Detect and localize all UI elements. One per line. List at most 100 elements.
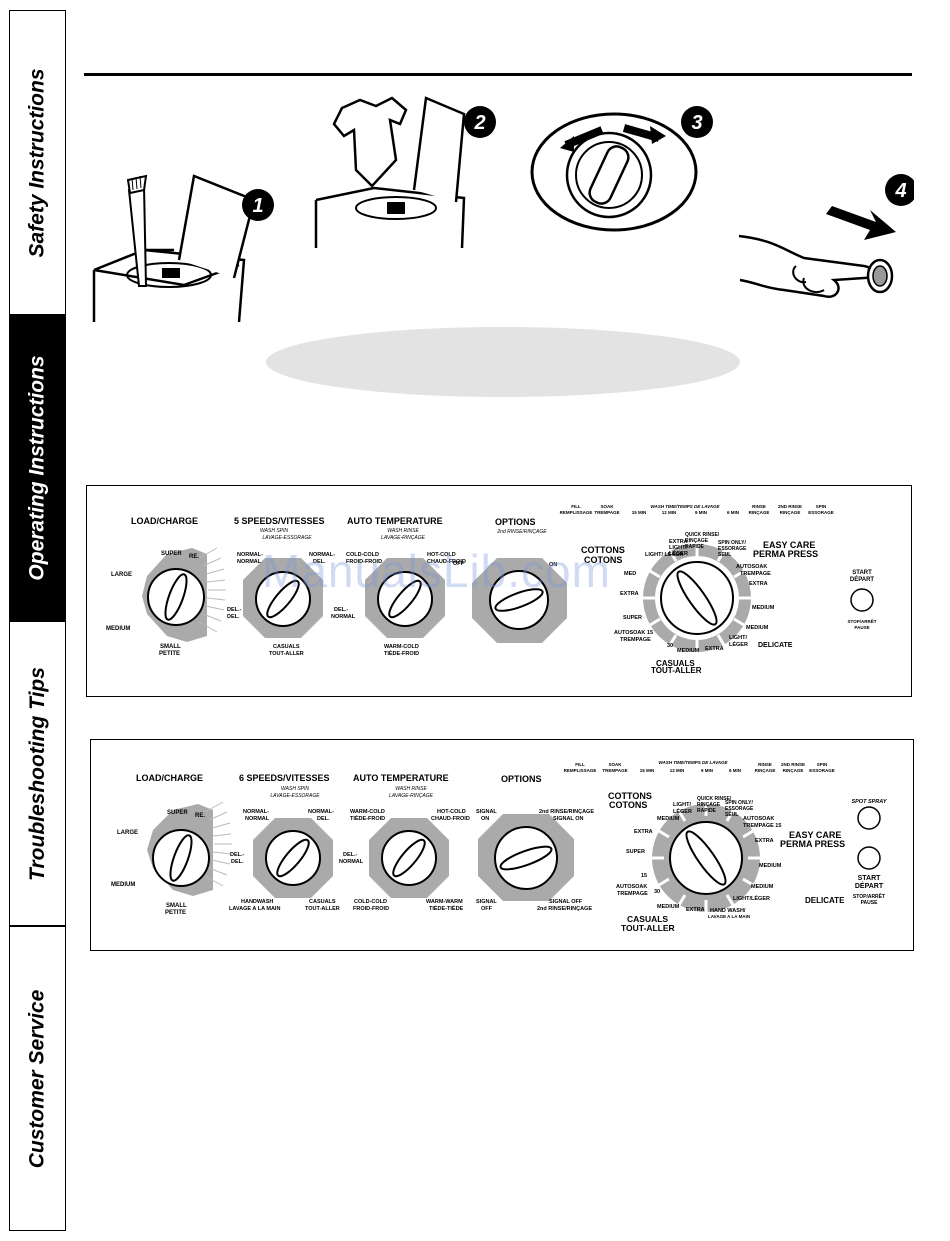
steps-illustration: 1 2 3 4 xyxy=(92,96,914,323)
tab-operating-instructions[interactable]: Operating Instructions xyxy=(9,315,66,621)
spot-spray-button[interactable] xyxy=(857,806,881,830)
tab-troubleshooting-tips[interactable]: Troubleshooting Tips xyxy=(9,621,66,926)
options-dial[interactable] xyxy=(472,558,567,643)
temperature-dial-2[interactable] xyxy=(369,818,449,898)
step3-number xyxy=(681,106,713,138)
panel-label: ESSORAGE xyxy=(808,510,834,515)
control-panel-model-1: LOAD/CHARGE 5 SPEEDS/VITESSES AUTO TEMPE… xyxy=(86,485,912,697)
panel-label: EXTRA xyxy=(634,829,653,835)
panel-label: OFF xyxy=(453,561,465,567)
panel-label: LÉGER xyxy=(669,549,688,557)
panel-label: ESSORAGE xyxy=(718,546,747,552)
panel-label: SIGNAL ON xyxy=(553,816,583,822)
panel-label: CHAUD-FROID xyxy=(427,559,466,565)
panel-label: SPIN xyxy=(816,504,827,509)
control-panel-2-drawing: LOAD/CHARGE 6 SPEEDS/VITESSES AUTO TEMPE… xyxy=(111,760,888,933)
panel-label: TREMPAGE xyxy=(594,510,619,515)
panel-label: MEDIUM xyxy=(751,884,774,890)
panel-label: COTTONS xyxy=(608,791,652,801)
panel-label: EXTRA xyxy=(755,838,774,844)
panel-label: WASH RINSE xyxy=(387,528,419,534)
panel-label: AUTOSOAK xyxy=(736,564,767,570)
panel-label: COTONS xyxy=(609,800,647,810)
panel-label: 9 MIN xyxy=(695,510,707,515)
panel-label: WASH TIME/TEMPS DE LAVAGE xyxy=(658,760,728,765)
highlight-oval xyxy=(266,327,740,397)
panel-label: START xyxy=(852,570,872,576)
panel-label: LAVAGE-RINÇAGE xyxy=(381,535,426,541)
header-rule xyxy=(84,73,912,76)
panel-label: QUICK RINSE/ xyxy=(685,532,720,538)
tab-safety-instructions[interactable]: Safety Instructions xyxy=(9,10,66,315)
tab-customer-service[interactable]: Customer Service xyxy=(9,926,66,1231)
speed-dial[interactable] xyxy=(243,558,323,638)
panel-label: SUPER xyxy=(626,849,645,855)
panel-label: LAVAGE A LA MAIN xyxy=(708,914,750,919)
panel-label: SIGNAL OFF xyxy=(549,899,583,905)
speed-dial-2[interactable] xyxy=(253,818,333,898)
panel-label: FROID-FROID xyxy=(346,559,382,565)
panel-label: 6 MIN xyxy=(729,768,741,773)
cycle-dial[interactable] xyxy=(643,544,751,652)
step3-dial-image xyxy=(530,112,698,232)
panel-label: EASY CARE xyxy=(789,830,841,840)
panel-label: DEL.- xyxy=(334,607,349,613)
panel-label: 5 SPEEDS/VITESSES xyxy=(234,516,325,526)
panel-label: 2ND RINSE xyxy=(781,762,805,767)
temperature-dial[interactable] xyxy=(365,558,445,638)
panel-label: SUPER xyxy=(161,551,182,557)
panel-label: AUTOSOAK 15 xyxy=(614,630,653,636)
panel-label: TREMPAGE xyxy=(740,571,771,577)
panel-label: TREMPAGE xyxy=(620,637,651,643)
panel-label: SEUL xyxy=(725,812,738,818)
panel-label: LAVAGE A LA MAIN xyxy=(229,906,280,912)
panel-label: MEDIUM xyxy=(111,882,135,888)
panel-label: CASUALS xyxy=(656,659,695,668)
panel-label: HOT-COLD xyxy=(437,809,466,815)
panel-label: EXTRA xyxy=(705,646,724,652)
panel-label: WASH SPIN xyxy=(281,786,309,792)
panel-label: SOAK xyxy=(600,504,614,509)
start-button-2[interactable] xyxy=(857,846,881,870)
panel-label: LARGE xyxy=(111,572,132,578)
panel-label: LIGHT/LÉGER xyxy=(733,894,770,902)
start-button[interactable] xyxy=(850,588,874,612)
panel-label: OPTIONS xyxy=(495,517,536,527)
options-dial-2[interactable] xyxy=(478,814,574,901)
panel-label: MEDIUM xyxy=(106,626,130,632)
step2-washer-image xyxy=(314,96,466,249)
panel-label: TREMPAGE 15 xyxy=(743,823,781,829)
panel-label: LIGHT/ xyxy=(673,802,691,808)
panel-label: EASY CARE xyxy=(763,540,815,550)
panel-label: COTTONS xyxy=(581,545,625,555)
panel-label: LÉGER xyxy=(673,807,692,815)
panel-label: HOT-COLD xyxy=(427,552,456,558)
panel-label: EXTRA xyxy=(749,581,768,587)
panel-label: QUICK RINSE/ xyxy=(697,796,732,802)
load-dial-2[interactable] xyxy=(147,801,232,896)
load-dial[interactable] xyxy=(142,547,226,642)
panel-label: NORMAL xyxy=(237,559,262,565)
panel-label: SIGNAL xyxy=(476,899,497,905)
panel-label: WARM-WARM xyxy=(426,899,463,905)
panel-label: RINÇAGE xyxy=(783,768,804,773)
panel-label: OFF xyxy=(481,906,493,912)
panel-label: LOAD/CHARGE xyxy=(131,516,198,526)
step2-number xyxy=(464,106,496,138)
panel-label: DEL. xyxy=(231,859,244,865)
panel-label: WASH SPIN xyxy=(260,528,288,534)
panel-label: 30 xyxy=(654,889,660,895)
step1-washer-image xyxy=(92,174,256,323)
tab-label: Troubleshooting Tips xyxy=(25,666,49,881)
panel-label: PERMA PRESS xyxy=(780,839,845,849)
panel-label: PERMA PRESS xyxy=(753,549,818,559)
panel-label: TOUT-ALLER xyxy=(305,906,340,912)
cycle-dial-2[interactable] xyxy=(652,804,760,912)
panel-label: PETITE xyxy=(159,651,180,657)
panel-label: CASUALS xyxy=(309,899,336,905)
panel-label: FILL xyxy=(575,762,585,767)
panel-label: LARGE xyxy=(117,830,138,836)
panel-label: CASUALS xyxy=(273,644,300,650)
panel-label: MEDIUM xyxy=(759,863,782,869)
panel-label: STOP/ARRÊT xyxy=(848,617,877,624)
